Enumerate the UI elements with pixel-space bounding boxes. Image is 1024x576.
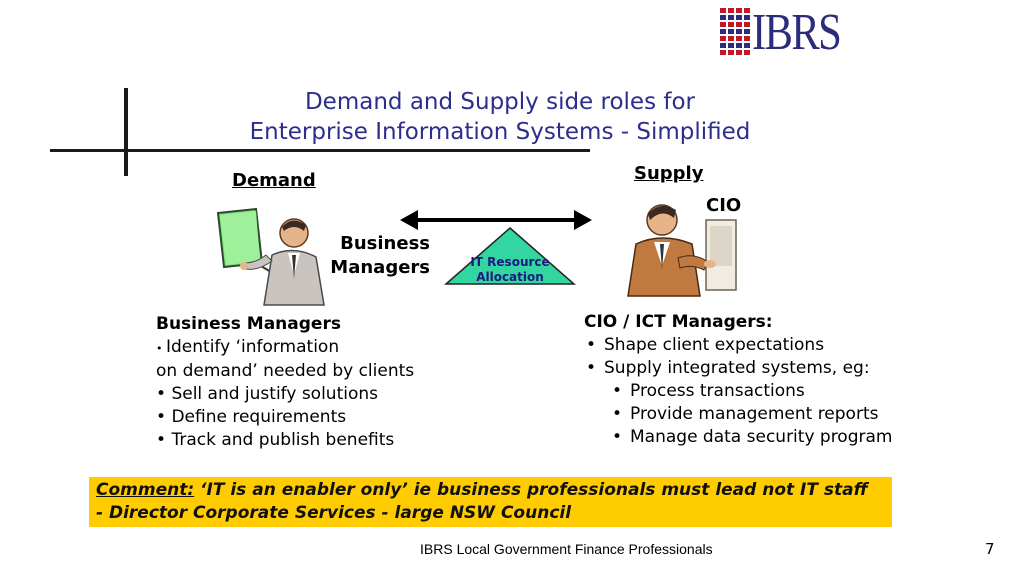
triangle-label-line1: IT Resource (470, 255, 550, 269)
list-item: Process transactions (584, 380, 1004, 403)
list-item-text: Track and publish benefits (171, 430, 395, 450)
demand-heading: Demand (232, 170, 316, 191)
comment-label: Comment: (96, 480, 195, 500)
list-item-text: on demand’ needed by clients (156, 361, 415, 381)
cio-list: Shape client expectations Supply integra… (584, 334, 1004, 449)
presenter-clipart-icon (216, 207, 325, 306)
list-item: • Define requirements (156, 407, 347, 427)
cio-managers-heading: CIO / ICT Managers: (584, 312, 773, 332)
managers-label-line2: Managers (330, 257, 430, 278)
comment-quote: ‘IT is an enabler only’ ie business prof… (194, 480, 868, 500)
list-item: • Identify ‘information (156, 337, 340, 357)
triangle-shape-icon (444, 227, 576, 285)
triangle-label-line2: Allocation (476, 270, 544, 284)
list-item-text: Identify ‘information (166, 337, 340, 357)
list-item: • Track and publish benefits (156, 430, 395, 450)
double-arrow-icon (400, 210, 592, 230)
supply-heading: Supply (634, 163, 704, 184)
decorative-horizontal-line (50, 149, 590, 152)
list-item: • Sell and justify solutions (156, 384, 378, 404)
slide-title-line1: Demand and Supply side roles for (304, 89, 696, 115)
page-number: 7 (985, 540, 995, 558)
decorative-vertical-line (124, 88, 128, 176)
slide-title-line2: Enterprise Information Systems - Simplif… (249, 119, 751, 145)
it-resource-allocation-label: IT Resource Allocation (468, 255, 552, 285)
cio-label: CIO (706, 195, 742, 216)
footer-text: IBRS Local Government Finance Profession… (420, 541, 713, 557)
cio-computer-clipart-icon (627, 204, 737, 297)
business-managers-block: Business Managers • Identify ‘informatio… (156, 313, 486, 452)
business-label-line1: Business (340, 233, 430, 254)
cio-managers-block: CIO / ICT Managers: Shape client expecta… (584, 311, 1004, 449)
list-item: Provide management reports (584, 403, 1004, 426)
list-item-text: Define requirements (171, 407, 347, 427)
ibrs-logo-grid-icon (720, 8, 750, 55)
list-item: on demand’ needed by clients (156, 360, 486, 383)
ibrs-logo-text: IBRS (752, 4, 842, 61)
business-managers-heading: Business Managers (156, 314, 341, 334)
business-managers-label: Business Managers (330, 232, 430, 280)
list-item: Supply integrated systems, eg: (584, 357, 1004, 380)
comment-attribution: - Director Corporate Services - large NS… (96, 503, 572, 523)
list-item: Manage data security program (584, 426, 1004, 449)
list-item: Shape client expectations (584, 334, 1004, 357)
list-item-text: Sell and justify solutions (171, 384, 378, 404)
comment-box (89, 477, 892, 527)
comment-text: Comment: ‘IT is an enabler only’ ie busi… (96, 479, 886, 525)
